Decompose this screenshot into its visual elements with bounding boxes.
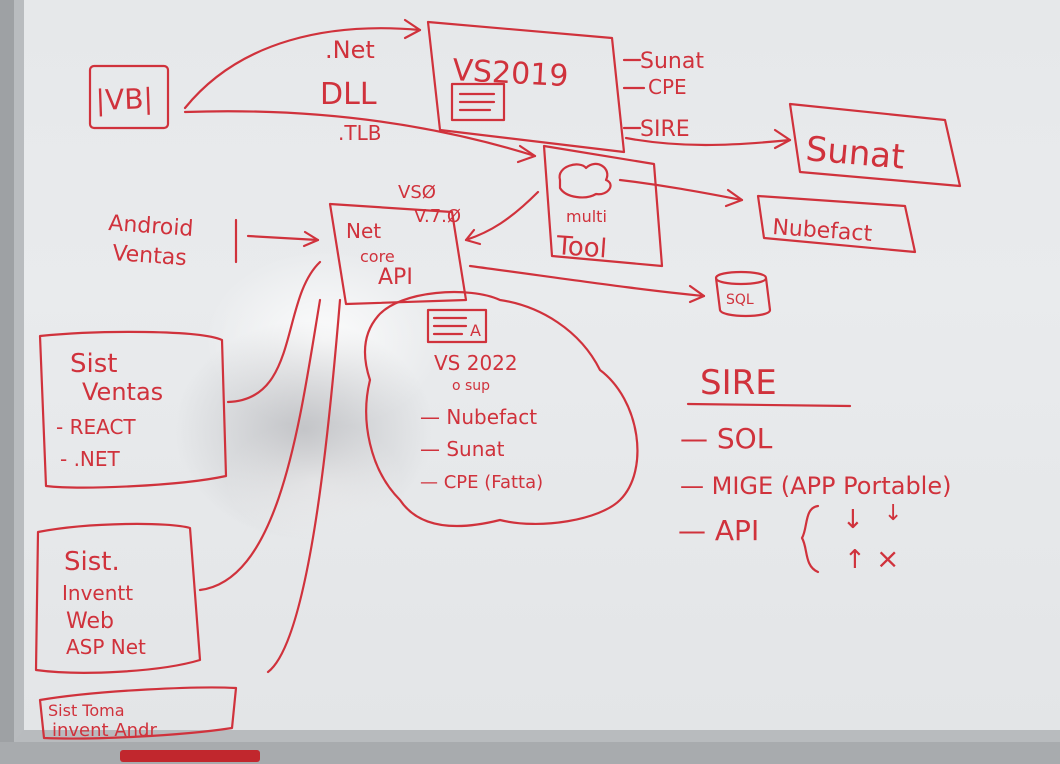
vs2019-label: VS2019 <box>452 53 570 94</box>
tool-cloud-icon <box>558 162 612 199</box>
sire-underline <box>686 402 852 408</box>
red-marker <box>120 750 260 762</box>
arrow-down-1: ↓ <box>842 505 864 535</box>
sire-item-mige: — MIGE (APP Portable) <box>680 472 951 500</box>
sire-item-api: — API <box>678 514 759 547</box>
vs2022-label: VS 2022 <box>434 351 518 375</box>
multi-tool-box <box>542 144 664 268</box>
sunat-top-label: Sunat <box>640 49 704 74</box>
core-line-2: core <box>360 247 395 266</box>
bracket-lines <box>622 58 646 130</box>
net-core-api-box <box>328 202 468 306</box>
sist-inv-line-3: Web <box>66 609 114 634</box>
doc-a-label: A <box>470 321 481 340</box>
arrowhead <box>516 144 537 164</box>
sire-to-sunat-arrow <box>624 136 792 147</box>
api-brace <box>800 504 820 574</box>
tool-line-1: multi <box>566 207 607 226</box>
sist-inv-line-4: ASP Net <box>66 635 146 659</box>
dotnet-label: .Net <box>325 36 375 64</box>
vs2022-doc-lines <box>432 316 468 336</box>
tool-line-2: Tool <box>555 231 608 265</box>
vb-label: |VB| <box>95 82 153 117</box>
sist-toma-box <box>38 686 238 740</box>
sist-ventas-line-1: Sist <box>70 349 117 379</box>
core-line-3: API <box>378 265 413 290</box>
sist-toma-line-2: invent Andr <box>52 720 157 741</box>
sunat-box <box>788 102 962 188</box>
arrowhead <box>464 228 482 246</box>
sist-ventas-line-3: - REACT <box>56 415 136 439</box>
cross-mark: × <box>876 542 899 575</box>
sist-toma-line-1: Sist Toma <box>48 701 125 720</box>
sist-inventario-box <box>34 522 202 674</box>
tool-to-nubefact-arrow <box>618 178 744 202</box>
document-lines <box>458 92 496 112</box>
vs-version-2: V.7.Ø <box>414 206 461 227</box>
api-to-sql-arrow <box>468 264 706 298</box>
core-line-1: Net <box>346 219 381 243</box>
ventas-to-api-line <box>226 260 322 404</box>
cpe-top-label: CPE <box>648 75 687 99</box>
tool-to-api-arrow <box>464 190 540 242</box>
sist-inv-line-2: Inventt <box>62 581 133 605</box>
vs2022-item-nubefact: — Nubefact <box>420 405 537 429</box>
toma-to-api-line <box>266 298 342 674</box>
vs2022-cloud <box>363 291 639 528</box>
sql-cylinder <box>714 270 772 318</box>
sunat-box-label: Sunat <box>804 129 906 177</box>
vb-to-vs2019-arrow <box>183 27 422 110</box>
light-glare <box>224 420 404 540</box>
vs2022-doc-icon <box>426 308 488 344</box>
dll-label: DLL <box>320 77 377 112</box>
sist-ventas-box <box>38 330 228 489</box>
arrowhead <box>403 18 422 40</box>
document-icon <box>450 82 506 122</box>
nubefact-label: Nubefact <box>772 215 874 247</box>
sist-inv-line-1: Sist. <box>64 547 120 577</box>
marker-tray <box>0 742 1060 764</box>
vs2019-box <box>426 20 626 154</box>
sire-title: SIRE <box>700 363 777 403</box>
sire-item-sql: — SOL <box>680 422 773 455</box>
vb-box <box>88 64 170 130</box>
vs2022-sub-label: o sup <box>452 378 490 394</box>
arrowhead <box>773 128 792 150</box>
arrowhead <box>302 230 320 248</box>
arrow-up: ↑ <box>844 545 866 575</box>
vb-to-tool-arrow <box>183 110 537 158</box>
arrowhead <box>724 188 744 208</box>
nubefact-box <box>756 194 917 254</box>
vs2022-item-sunat: — Sunat <box>420 437 505 461</box>
sire-top-label: SIRE <box>640 117 690 142</box>
vs-version-1: VSØ <box>398 182 436 203</box>
whiteboard <box>14 0 1060 742</box>
sist-ventas-line-4: - .NET <box>60 447 121 471</box>
sist-ventas-line-2: Ventas <box>82 378 163 406</box>
android-label: Android <box>108 211 195 242</box>
sql-small-label: SQL <box>726 292 754 308</box>
inventario-to-api-line <box>198 298 322 592</box>
reflection-shadow <box>174 320 434 540</box>
android-to-api-arrow <box>246 234 320 242</box>
tlb-label: .TLB <box>338 121 381 145</box>
arrow-down-2: ↓ <box>884 501 902 526</box>
vs2022-item-cpe: — CPE (Fatta) <box>420 472 543 493</box>
arrowhead <box>688 284 706 304</box>
ventas-label: Ventas <box>112 241 188 271</box>
